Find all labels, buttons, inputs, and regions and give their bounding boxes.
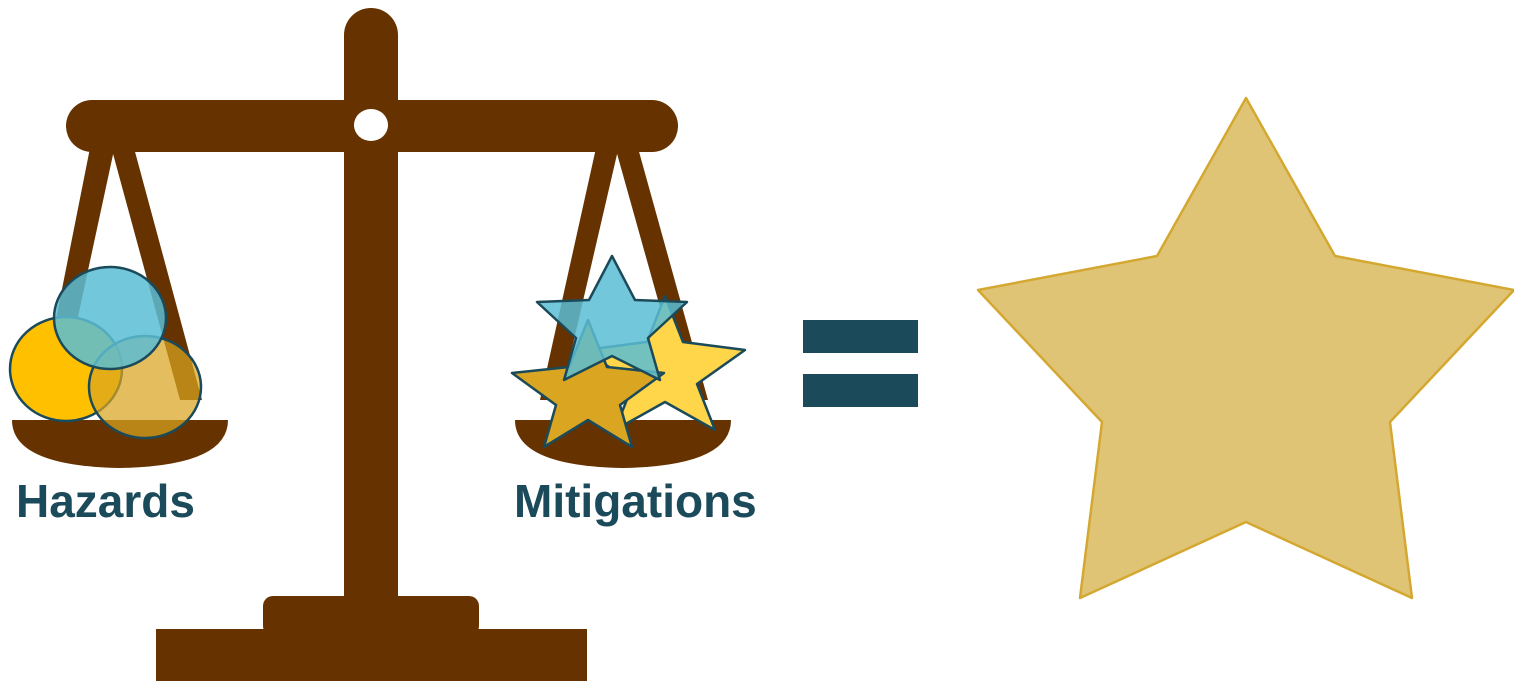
hazards-label: Hazards	[16, 478, 195, 524]
star-icon	[978, 98, 1514, 598]
hazard-circle-teal	[54, 267, 166, 369]
pivot-hole	[354, 109, 388, 141]
equals-icon	[803, 320, 918, 407]
mitigations-label: Mitigations	[514, 478, 757, 524]
mitigation-stars	[512, 256, 745, 447]
